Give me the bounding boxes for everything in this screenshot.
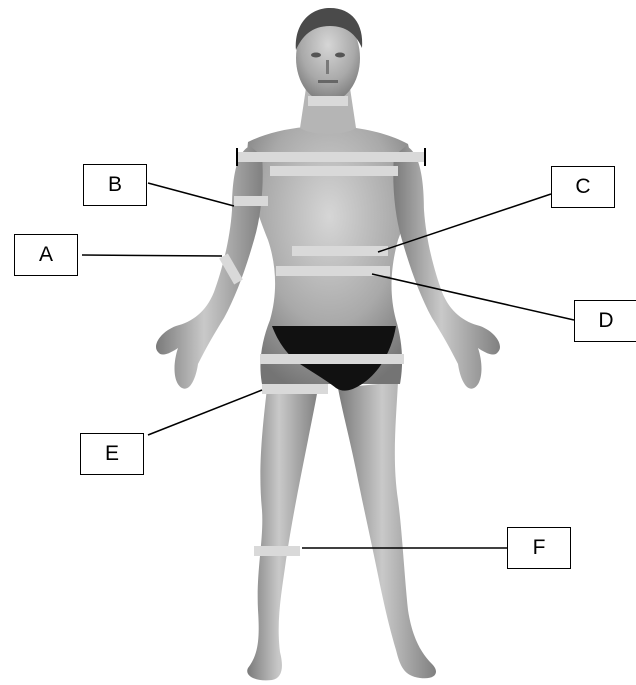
leader-line-b bbox=[148, 183, 234, 206]
label-d: D bbox=[574, 300, 636, 342]
right-arm bbox=[393, 146, 500, 389]
left-arm bbox=[156, 146, 263, 389]
leader-line-d bbox=[372, 274, 574, 320]
label-a: A bbox=[14, 234, 78, 276]
human-figure bbox=[156, 8, 500, 680]
leader-line-a bbox=[82, 255, 222, 256]
label-c: C bbox=[551, 166, 615, 208]
hip-band bbox=[260, 354, 404, 364]
chest-band bbox=[270, 166, 398, 176]
thigh-band-e bbox=[262, 384, 328, 394]
waist-band-c bbox=[292, 246, 388, 256]
neck-band bbox=[308, 96, 348, 106]
label-e: E bbox=[80, 433, 144, 475]
left-leg bbox=[247, 380, 318, 680]
upper-arm-band-b bbox=[234, 196, 268, 206]
leader-line-e bbox=[148, 390, 262, 435]
calf-band-f bbox=[254, 546, 300, 556]
shoulder-band bbox=[238, 152, 424, 162]
label-f: F bbox=[507, 527, 571, 569]
label-b: B bbox=[83, 164, 147, 206]
right-leg bbox=[338, 382, 436, 678]
